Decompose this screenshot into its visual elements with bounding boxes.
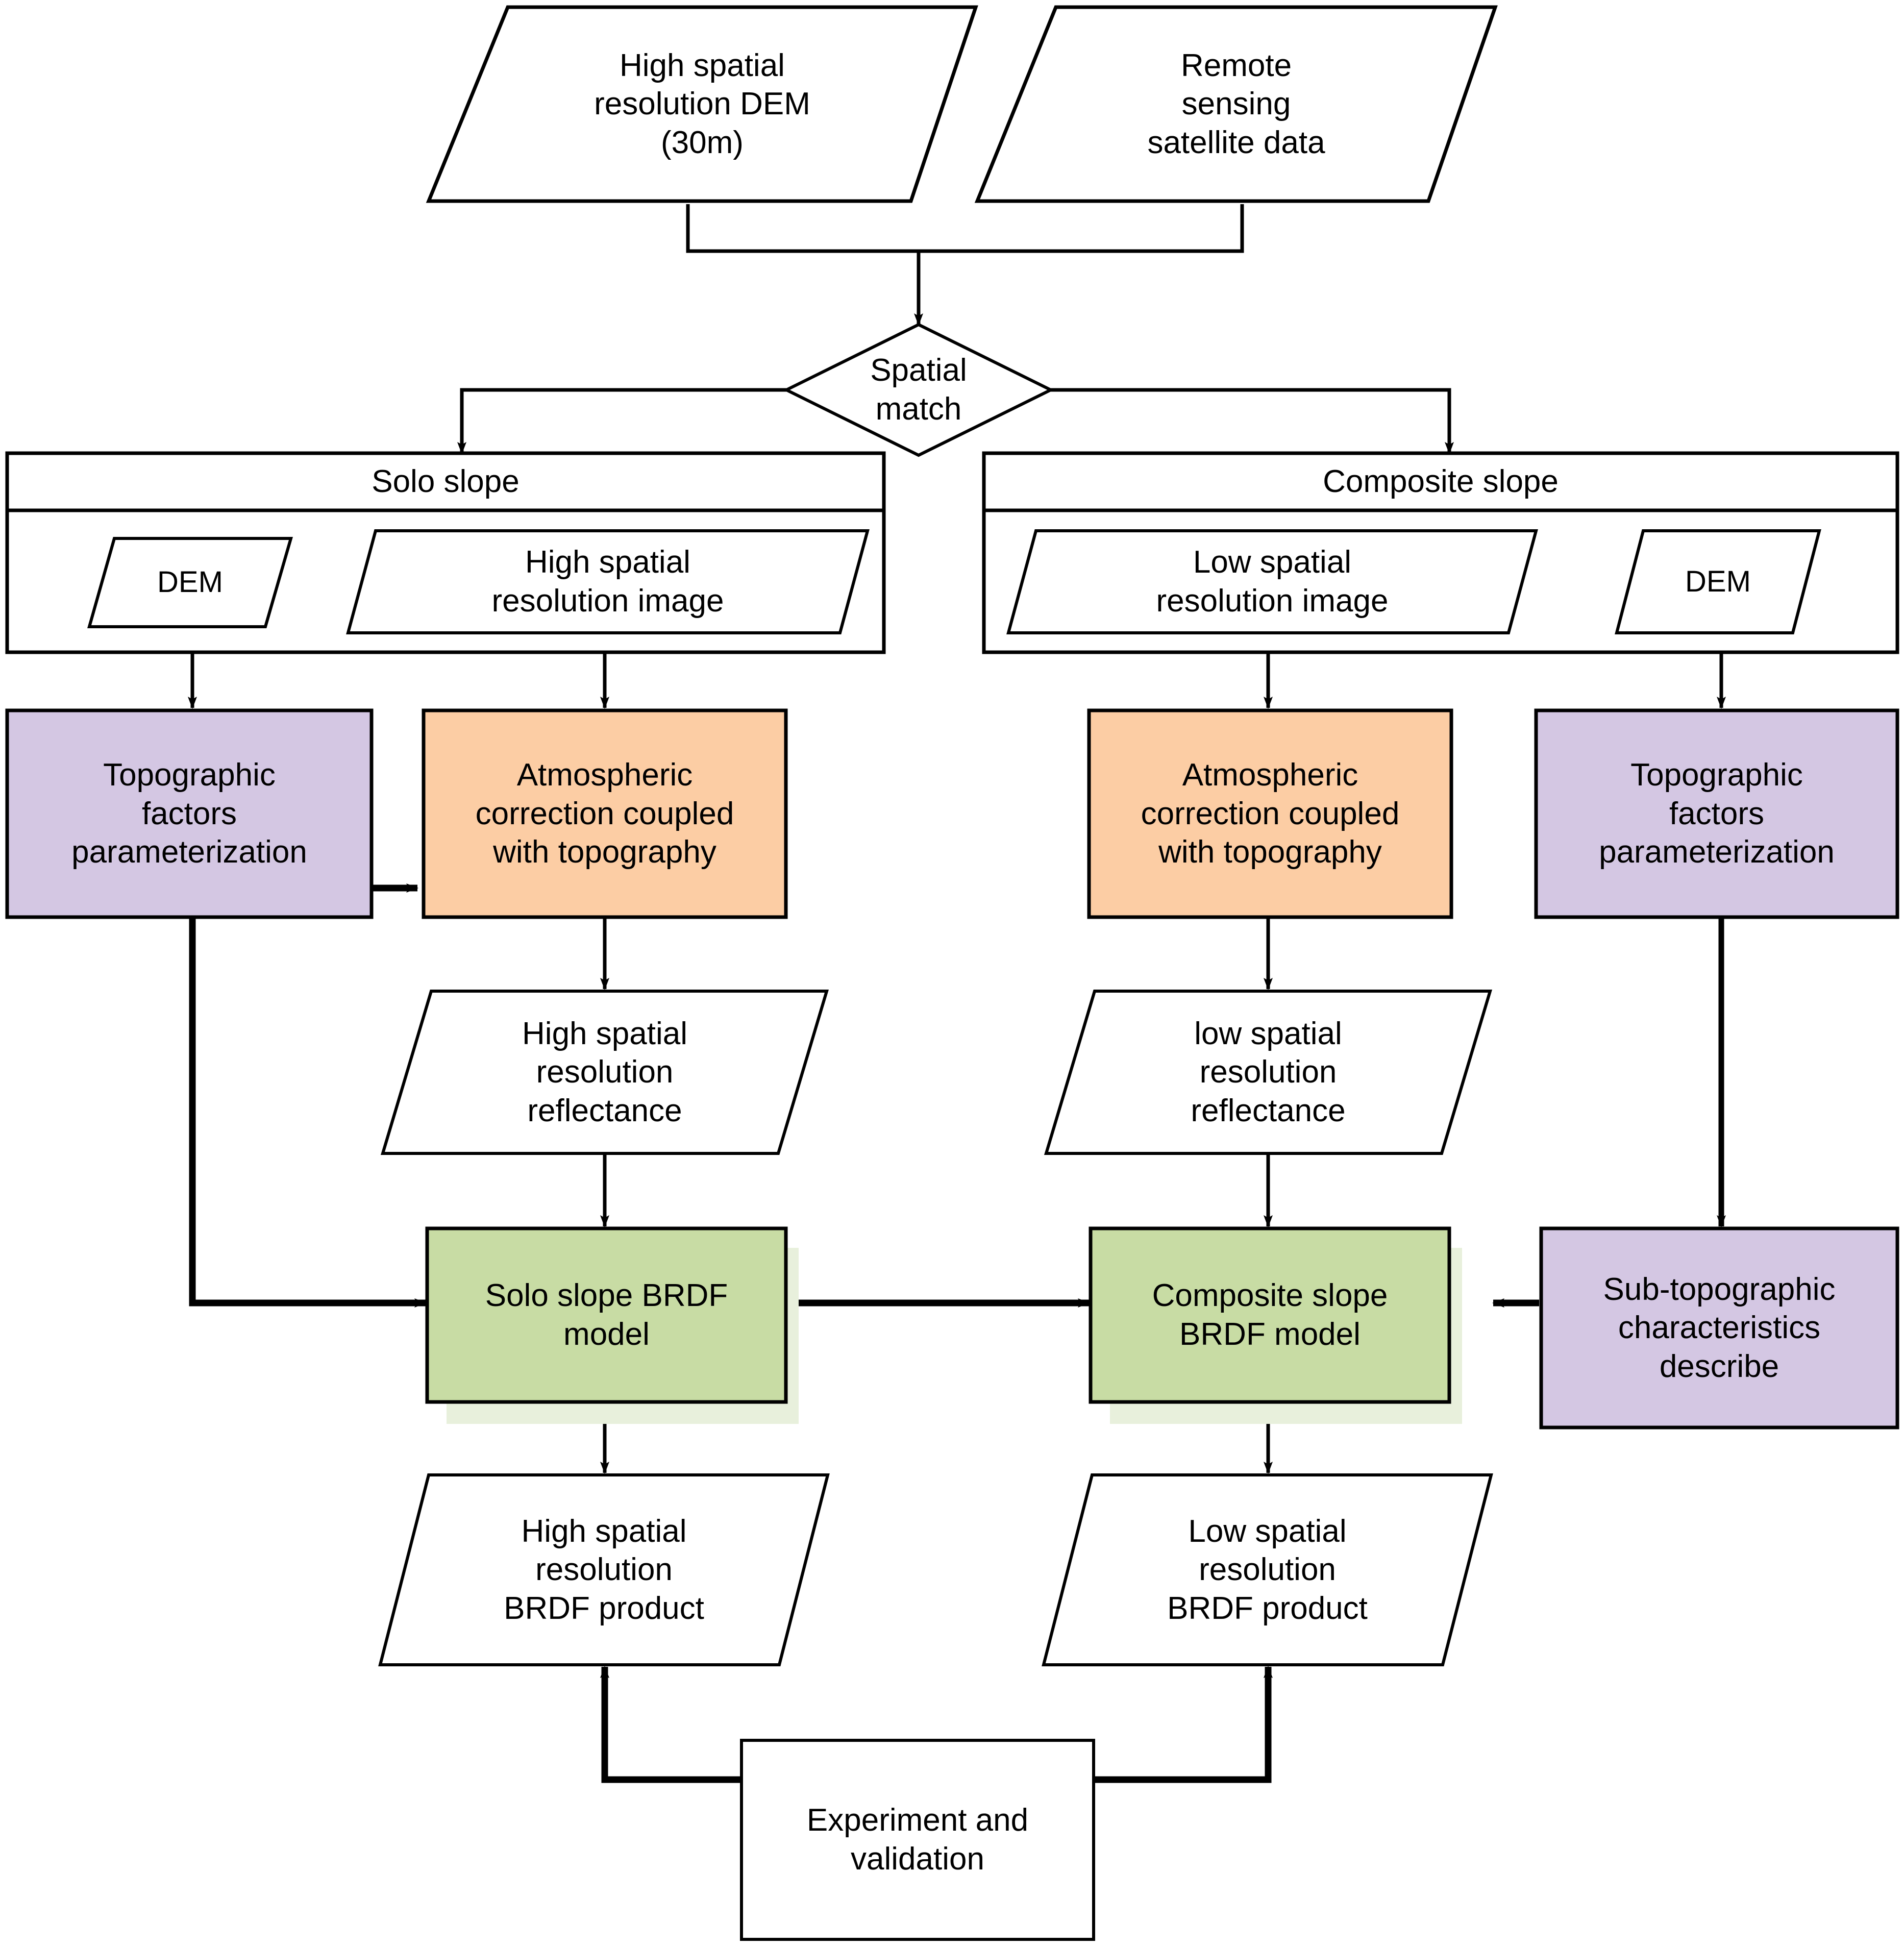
shape-composite-brdf-model [1089, 1226, 1451, 1404]
edge-validation-to-product-left [600, 1666, 741, 1783]
shape-remote-sensing [974, 5, 1498, 203]
shape-experiment-validation [740, 1739, 1095, 1941]
edge-dem-to-match [686, 204, 919, 253]
edge-match-to-composite [1051, 388, 1454, 454]
shape-high-res-product [378, 1473, 830, 1666]
shape-composite-slope-header [982, 451, 1899, 512]
shape-sub-topographic [1539, 1226, 1899, 1430]
shape-left-atmos-correction [422, 708, 788, 919]
shape-solo-dem [87, 537, 293, 628]
edge-match-to-solo [457, 388, 786, 454]
shape-solo-image [346, 529, 870, 634]
shape-solo-brdf-model [425, 1226, 788, 1404]
shape-high-res-reflectance [380, 990, 829, 1155]
shape-solo-slope-header [5, 451, 886, 512]
shape-low-res-product [1042, 1473, 1493, 1666]
shape-composite-image [1006, 529, 1538, 634]
shape-left-topo-factors [5, 708, 374, 919]
shape-high-res-dem [426, 5, 978, 203]
shape-composite-dem [1615, 529, 1821, 634]
shape-spatial-match [783, 323, 1054, 457]
shape-right-atmos-correction [1087, 708, 1453, 919]
shape-low-res-reflectance [1044, 990, 1493, 1155]
edge-validation-to-product-right [1094, 1666, 1273, 1783]
shape-right-topo-factors [1534, 708, 1899, 919]
edge-topo-left-to-brdf [189, 917, 427, 1308]
